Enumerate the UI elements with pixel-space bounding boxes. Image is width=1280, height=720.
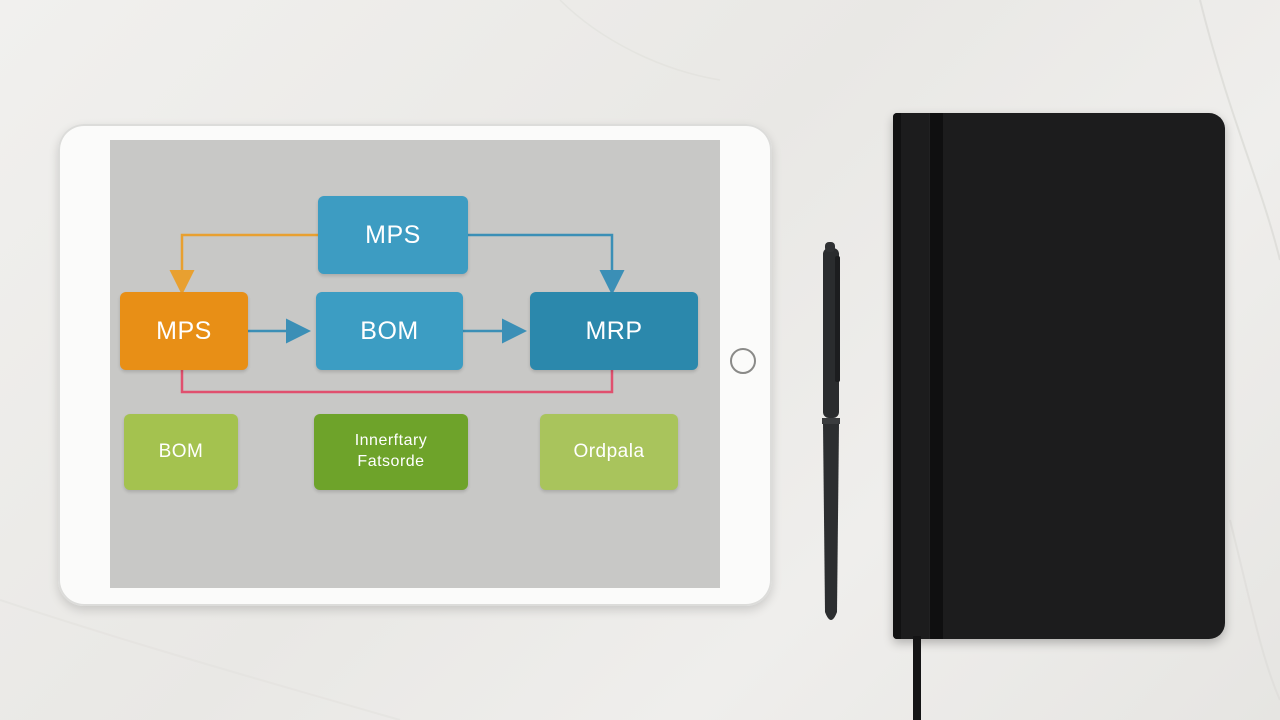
edge-top-to-right [468,233,625,295]
notebook-spine [893,113,901,639]
edge-feedback [180,370,614,394]
node-middle-bom: BOM [316,292,463,370]
node-bottom-left-label: BOM [158,441,204,463]
pen [822,242,840,620]
node-right-mrp: MRP [530,292,698,370]
node-bottom-middle: Innerftary Fatsorde [314,414,468,490]
node-bottom-middle-line1: Innerftary [354,432,428,450]
node-bottom-right: Ordpala [540,414,678,490]
node-left-mps: MPS [120,292,248,370]
edge-top-to-left [169,233,318,295]
tablet: MPS MPS BOM MRP BOM Innerftary Fatsorde … [58,124,772,606]
tablet-screen: MPS MPS BOM MRP BOM Innerftary Fatsorde … [110,140,720,588]
node-bottom-left-bom: BOM [124,414,238,490]
node-left-mps-label: MPS [156,316,212,345]
node-top-mps: MPS [318,196,468,274]
node-top-mps-label: MPS [365,220,421,249]
notebook-ribbon-bookmark [913,636,921,720]
node-bottom-middle-line2: Fatsorde [357,453,425,470]
diagram-edges [169,233,625,394]
node-bottom-right-label: Ordpala [573,441,645,463]
node-right-mrp-label: MRP [585,316,643,345]
notebook [893,113,1225,639]
notebook-elastic-band [929,113,943,639]
node-middle-bom-label: BOM [360,316,419,345]
tablet-home-button[interactable] [730,348,756,374]
